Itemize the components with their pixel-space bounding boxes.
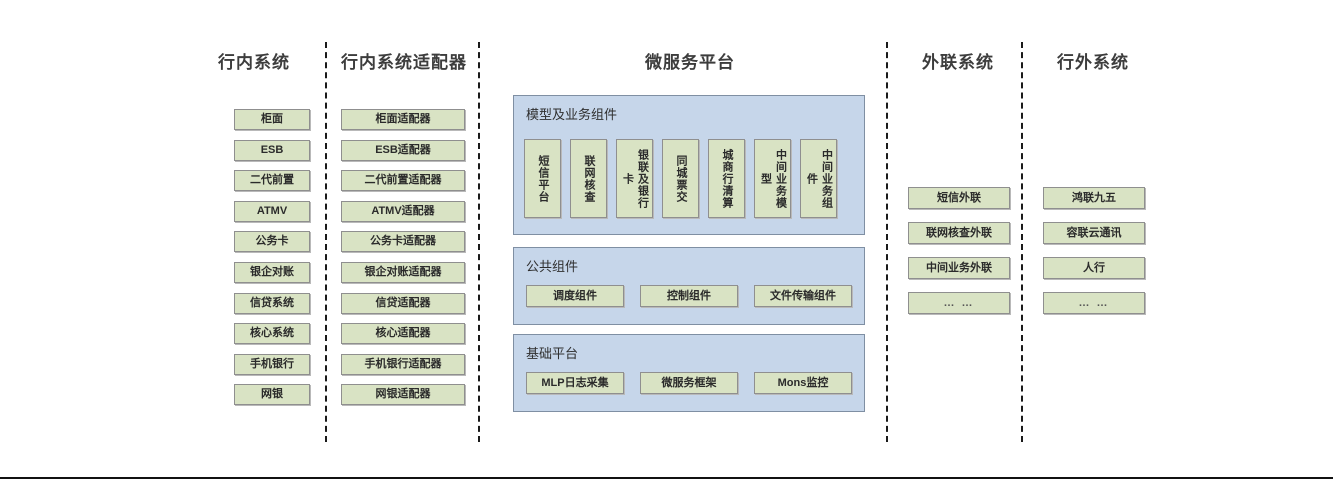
internal-system-item-7[interactable]: 信贷系统: [234, 292, 310, 314]
model-business-component-component-1[interactable]: 短信平台: [524, 139, 561, 218]
outside-bank-system-item-2[interactable]: 容联云通讯: [1043, 222, 1145, 244]
external-link-system-item-3[interactable]: 中间业务外联: [908, 257, 1010, 279]
column-header-internal-systems: 行内系统: [218, 53, 290, 72]
internal-adapter-item-1[interactable]: 柜面适配器: [341, 109, 465, 130]
internal-system-item-5[interactable]: 公务卡: [234, 231, 310, 253]
internal-adapter-item-9[interactable]: 手机银行适配器: [341, 353, 465, 375]
model-business-component-panel-title: 模型及业务组件: [526, 107, 618, 122]
internal-system-item-6[interactable]: 银企对账: [234, 262, 310, 283]
internal-system-item-3[interactable]: 二代前置: [234, 170, 310, 192]
internal-system-item-8[interactable]: 核心系统: [234, 323, 310, 345]
internal-system-item-4[interactable]: ATMV: [234, 200, 310, 222]
common-component-panel-title: 公共组件: [526, 259, 579, 274]
internal-system-item-9[interactable]: 手机银行: [234, 353, 310, 375]
internal-system-item-1[interactable]: 柜面: [234, 109, 310, 130]
common-component-component-1[interactable]: 调度组件: [526, 285, 624, 307]
external-link-system-item-2[interactable]: 联网核查外联: [908, 222, 1010, 244]
outside-bank-system-item-3[interactable]: 人行: [1043, 257, 1145, 279]
bottom-divider: [0, 477, 1333, 479]
column-header-microservice-platform: 微服务平台: [645, 53, 735, 72]
base-platform-component-3[interactable]: Mons监控: [754, 372, 852, 394]
common-component-component-2[interactable]: 控制组件: [640, 285, 738, 307]
internal-adapter-item-5[interactable]: 公务卡适配器: [341, 231, 465, 253]
external-link-system-item-1[interactable]: 短信外联: [908, 187, 1010, 209]
internal-system-item-2[interactable]: ESB: [234, 139, 310, 161]
column-separator-2: [478, 42, 480, 442]
internal-adapter-item-2[interactable]: ESB适配器: [341, 139, 465, 161]
internal-adapter-item-8[interactable]: 核心适配器: [341, 323, 465, 345]
internal-adapter-item-4[interactable]: ATMV适配器: [341, 200, 465, 222]
model-business-component-component-6[interactable]: 中间业务模型: [754, 139, 791, 218]
column-separator-4: [1021, 42, 1023, 442]
base-platform-component-2[interactable]: 微服务框架: [640, 372, 738, 394]
column-header-outside-bank-systems: 行外系统: [1057, 53, 1129, 72]
model-business-component-component-7[interactable]: 中间业务组件: [800, 139, 837, 218]
internal-adapter-item-7[interactable]: 信贷适配器: [341, 292, 465, 314]
outside-bank-system-item-4[interactable]: … …: [1043, 292, 1145, 314]
model-business-component-component-4[interactable]: 同城票交: [662, 139, 699, 218]
column-header-internal-adapters: 行内系统适配器: [341, 53, 467, 72]
model-business-component-component-5[interactable]: 城商行清算: [708, 139, 745, 218]
model-business-component-component-2[interactable]: 联网核查: [570, 139, 607, 218]
outside-bank-system-item-1[interactable]: 鸿联九五: [1043, 187, 1145, 209]
base-platform-panel-title: 基础平台: [526, 346, 579, 361]
column-header-external-link-systems: 外联系统: [922, 53, 994, 72]
internal-adapter-item-10[interactable]: 网银适配器: [341, 384, 465, 406]
base-platform-component-1[interactable]: MLP日志采集: [526, 372, 624, 394]
internal-adapter-item-3[interactable]: 二代前置适配器: [341, 170, 465, 192]
column-separator-3: [886, 42, 888, 442]
column-separator-1: [325, 42, 327, 442]
internal-adapter-item-6[interactable]: 银企对账适配器: [341, 262, 465, 283]
external-link-system-item-4[interactable]: … …: [908, 292, 1010, 314]
internal-system-item-10[interactable]: 网银: [234, 384, 310, 406]
common-component-component-3[interactable]: 文件传输组件: [754, 285, 852, 307]
model-business-component-component-3[interactable]: 银联及银行卡: [616, 139, 653, 218]
